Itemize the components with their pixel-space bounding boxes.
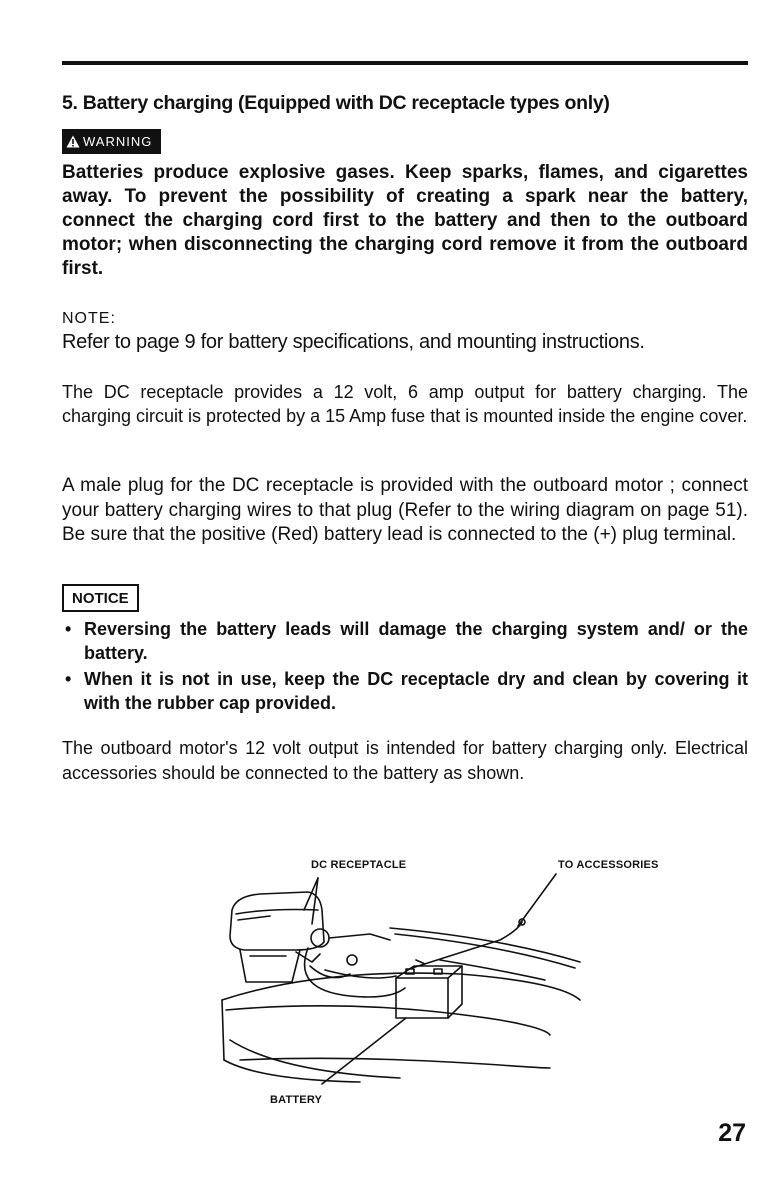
to-accessories-label: TO ACCESSORIES [558, 859, 659, 871]
battery-label: BATTERY [270, 1094, 323, 1106]
warning-triangle-icon [66, 135, 80, 148]
dc-receptacle-label: DC RECEPTACLE [311, 859, 407, 871]
warning-label: WARNING [83, 134, 153, 149]
note-text: Refer to page 9 for battery specificatio… [62, 331, 645, 353]
notice-bullet-list: • Reversing the battery leads will damag… [62, 617, 748, 717]
notice-bullet: • Reversing the battery leads will damag… [62, 617, 748, 665]
section-title: 5. Battery charging (Equipped with DC re… [62, 92, 610, 114]
outboard-battery-illustration [221, 873, 581, 1085]
notice-bullet: • When it is not in use, keep the DC rec… [62, 667, 748, 715]
page-number: 27 [718, 1119, 746, 1147]
dc-receptacle-paragraph: The DC receptacle provides a 12 volt, 6 … [62, 382, 748, 426]
output-paragraph: The outboard motor's 12 volt output is i… [62, 738, 748, 783]
notice-badge: NOTICE [62, 584, 139, 612]
bullet-icon: • [65, 669, 72, 689]
notice-bullet-text: Reversing the battery leads will damage … [84, 619, 748, 663]
bullet-icon: • [65, 619, 72, 639]
warning-badge: WARNING [62, 129, 162, 154]
battery-charging-figure: DC RECEPTACLE TO ACCESSORIES BATTERY [200, 850, 720, 1110]
male-plug-paragraph: A male plug for the DC receptacle is pro… [62, 475, 748, 545]
note-label: NOTE: [62, 310, 116, 327]
notice-bullet-text: When it is not in use, keep the DC recep… [84, 669, 748, 713]
warning-text: Batteries produce explosive gases. Keep … [62, 162, 748, 279]
header-rule [62, 61, 748, 65]
